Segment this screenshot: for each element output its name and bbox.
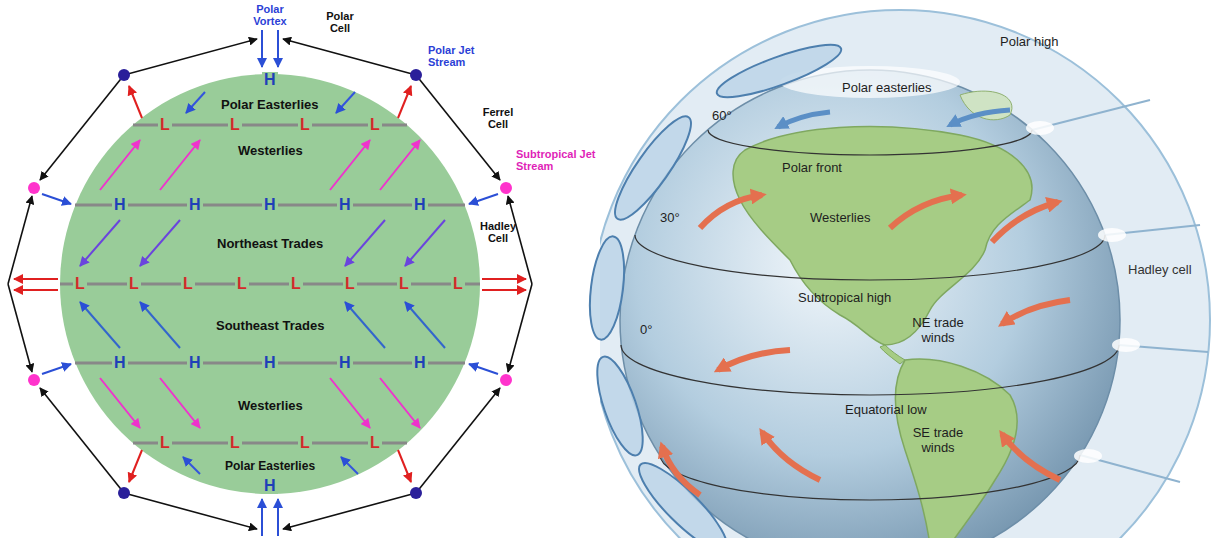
wind-belt-label: Southeast Trades: [216, 318, 324, 333]
low-pressure-symbol: L: [235, 276, 249, 292]
low-pressure-symbol: L: [73, 276, 87, 292]
wind-belt-label: Polar Easterlies: [225, 459, 315, 473]
low-pressure-symbol: L: [451, 276, 465, 292]
globe: [620, 66, 1120, 538]
high-pressure-symbol: H: [187, 355, 203, 371]
low-pressure-symbol: L: [127, 276, 141, 292]
low-pressure-symbol: L: [289, 276, 303, 292]
globe-wind-arrows: [662, 195, 1070, 495]
wind-belt-label: Westerlies: [238, 398, 303, 413]
circulation-cells: [585, 35, 846, 538]
latitude-label: 0°: [640, 322, 652, 337]
jet-stream-label: Polar Jet Stream: [428, 44, 494, 68]
cell-label: Polar Cell: [320, 10, 360, 34]
front-label: Polar front: [782, 160, 842, 175]
low-pressure-symbol: L: [158, 435, 172, 451]
high-pressure-symbol: H: [412, 355, 428, 371]
vortex-label: Polar Vortex: [242, 3, 298, 27]
cell-label: Ferrel Cell: [476, 106, 520, 130]
low-pressure-symbol: L: [298, 435, 312, 451]
cell-circulation-arrows: [8, 39, 532, 529]
high-pressure-symbol: H: [262, 72, 278, 88]
northeast-trade-arrows: [80, 220, 445, 266]
high-pressure-symbol: H: [112, 197, 128, 213]
high-pressure-symbol: H: [337, 355, 353, 371]
sinking-air-arrows: [42, 30, 498, 536]
high-pressure-symbol: H: [262, 478, 278, 494]
wind-belt-label: Westerlies: [810, 210, 870, 225]
low-pressure-symbol: L: [158, 117, 172, 133]
atmosphere-shell: [600, 10, 1210, 538]
globe-easterly-arrows: [778, 110, 1010, 127]
pressure-label: Polar high: [1000, 34, 1059, 49]
pressure-label: Subtropical high: [798, 290, 891, 305]
low-pressure-symbol: L: [228, 117, 242, 133]
globe-latitude-arcs: [621, 130, 1119, 500]
high-pressure-symbol: H: [262, 355, 278, 371]
pressure-label: Equatorial low: [845, 402, 927, 417]
southeast-trade-arrows: [80, 302, 445, 348]
polar-easterly-arrows: [183, 92, 358, 474]
low-pressure-symbol: L: [298, 117, 312, 133]
high-pressure-symbol: H: [262, 197, 278, 213]
wind-belt-label: SE trade winds: [900, 425, 976, 455]
high-pressure-symbol: H: [112, 355, 128, 371]
wind-belt-label: NE trade winds: [900, 315, 976, 345]
wind-belt-label: Polar easterlies: [842, 80, 932, 95]
low-pressure-symbol: L: [397, 276, 411, 292]
wind-belt-label: Westerlies: [238, 143, 303, 158]
earth-disc: [60, 74, 480, 494]
cell-label: Hadley Cell: [476, 220, 520, 244]
latitude-label: 30°: [660, 210, 680, 225]
latitude-lines: [60, 125, 480, 443]
cloud-puffs: [1026, 121, 1140, 463]
high-pressure-symbol: H: [412, 197, 428, 213]
high-pressure-symbol: H: [187, 197, 203, 213]
westerly-arrows: [100, 140, 420, 428]
low-pressure-symbol: L: [228, 435, 242, 451]
rising-air-arrows: [14, 86, 526, 482]
cell-label: Hadley cell: [1128, 262, 1192, 277]
wind-belt-label: Polar Easterlies: [221, 97, 319, 112]
jet-stream-dots: [28, 69, 512, 499]
low-pressure-symbol: L: [343, 276, 357, 292]
jet-stream-label: Subtropical Jet Stream: [516, 148, 596, 172]
high-pressure-symbol: H: [337, 197, 353, 213]
low-pressure-symbol: L: [368, 117, 382, 133]
latitude-label: 60°: [712, 108, 732, 123]
wind-belt-label: Northeast Trades: [217, 236, 323, 251]
low-pressure-symbol: L: [368, 435, 382, 451]
low-pressure-symbol: L: [181, 276, 195, 292]
